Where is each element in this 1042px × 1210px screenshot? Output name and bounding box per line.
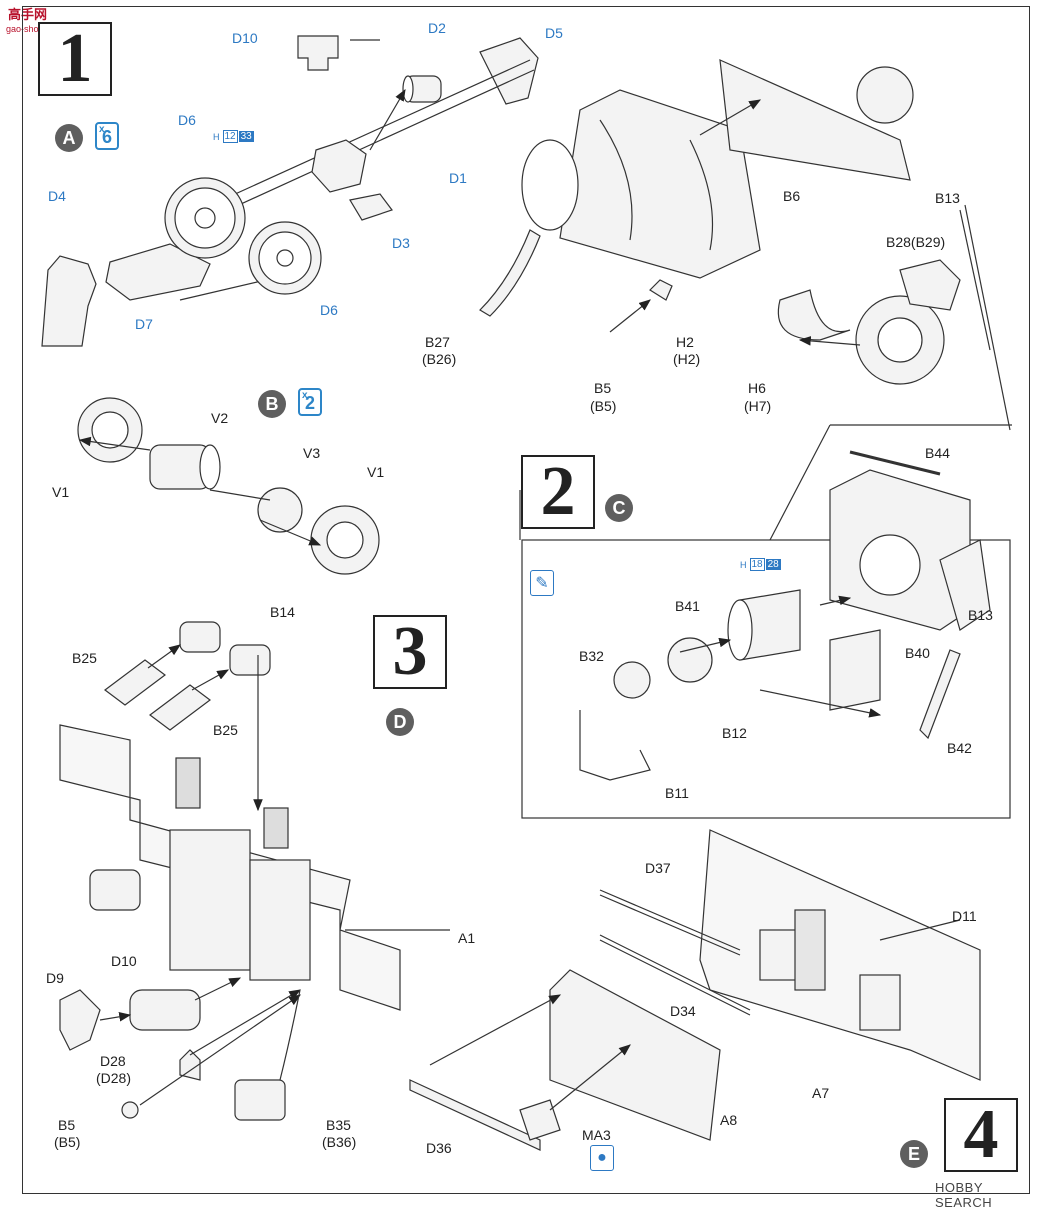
label-d5: D5 [545,25,563,41]
label-d10-bot: D10 [111,953,137,969]
label-b44: B44 [925,445,950,461]
label-d6-b: D6 [320,302,338,318]
label-v3: V3 [303,445,321,461]
label-h7: (H7) [744,398,772,414]
label-d3: D3 [392,235,410,251]
label-b5-bot: B5 [58,1117,76,1133]
paint-code-b41-n1: 18 [749,558,765,571]
paint-code-d6-n1: 12 [222,130,238,143]
label-v1-b: V1 [367,464,385,480]
step2-drawing [519,424,1012,819]
label-b5p-top: (B5) [590,398,617,414]
paint-brush-icon: ✎ [530,570,554,596]
step-3-box: 3 [373,615,447,689]
qty-x6-value: 6 [101,127,112,147]
step1-drawing [41,35,539,347]
label-b11: B11 [665,785,689,801]
footer-brand: HOBBY SEARCH [935,1180,993,1210]
paint-code-b41: H 18 28 [740,558,781,571]
label-d28p: (D28) [96,1070,132,1086]
label-a7: A7 [812,1085,830,1101]
label-b42: B42 [947,740,972,756]
label-b13-mid: B13 [968,607,993,623]
label-d9: D9 [46,970,64,986]
label-h6: H6 [748,380,766,396]
step-4-number: 4 [963,1096,999,1173]
step-1-number: 1 [57,20,93,97]
label-d4: D4 [48,188,66,204]
label-b5p-bot: (B5) [54,1134,81,1150]
sprocket-drawing [77,397,380,575]
label-d11: D11 [952,908,977,924]
paint-code-d6-n2: 33 [238,131,254,142]
paint-code-d6-h: H [213,131,220,142]
page-frame [22,6,1030,1194]
paint-code-b41-h: H [740,559,747,570]
label-h2: H2 [676,334,694,350]
label-d2: D2 [428,20,446,36]
label-b32: B32 [579,648,604,664]
step3-drawing [59,621,450,1121]
label-d10-top: D10 [232,30,258,46]
label-b12: B12 [722,725,747,741]
step-2-box: 2 [521,455,595,529]
step-4-box: 4 [944,1098,1018,1172]
label-b27: B27 [425,334,450,350]
label-b40: B40 [905,645,930,661]
label-b25-a: B25 [72,650,97,666]
step4-drawing [409,829,981,1151]
label-b41: B41 [675,598,700,614]
hull-drawing [479,59,1011,431]
label-b25-b: B25 [213,722,238,738]
label-d6-a: D6 [178,112,196,128]
label-b35: B35 [326,1117,351,1133]
label-b26: (B26) [422,351,457,367]
badge-d: D [386,708,414,736]
label-b36: (B36) [322,1134,357,1150]
label-b28: B28(B29) [886,234,946,250]
label-d36: D36 [426,1140,452,1156]
glue-drop-icon: ● [590,1145,614,1171]
watermark-url: gao-shou.com [6,24,64,34]
qty-x6-x: x [99,124,105,135]
badge-b: B [258,390,286,418]
badge-c: C [605,494,633,522]
step-2-number: 2 [540,453,576,530]
label-a1: A1 [458,930,476,946]
label-d34: D34 [670,1003,696,1019]
label-d1: D1 [449,170,467,186]
label-v2: V2 [211,410,229,426]
step-3-number: 3 [392,613,428,690]
label-b13-top: B13 [935,190,960,206]
label-b6: B6 [783,188,801,204]
label-a8: A8 [720,1112,738,1128]
label-d7: D7 [135,316,153,332]
label-ma3: MA3 [582,1127,611,1143]
badge-a: A [55,124,83,152]
label-b14: B14 [270,604,295,620]
label-b5-top: B5 [594,380,612,396]
label-d37: D37 [645,860,671,876]
paint-code-b41-n2: 28 [765,559,781,570]
label-d28: D28 [100,1053,126,1069]
label-h2p: (H2) [673,351,701,367]
label-v1-a: V1 [52,484,70,500]
badge-e: E [900,1140,928,1168]
step-1-box: 1 [38,22,112,96]
watermark-site: 高手网 [8,7,48,22]
paint-code-d6: H 12 33 [213,130,254,143]
qty-x2-x: x [302,390,308,401]
qty-x2-value: 2 [304,393,315,413]
